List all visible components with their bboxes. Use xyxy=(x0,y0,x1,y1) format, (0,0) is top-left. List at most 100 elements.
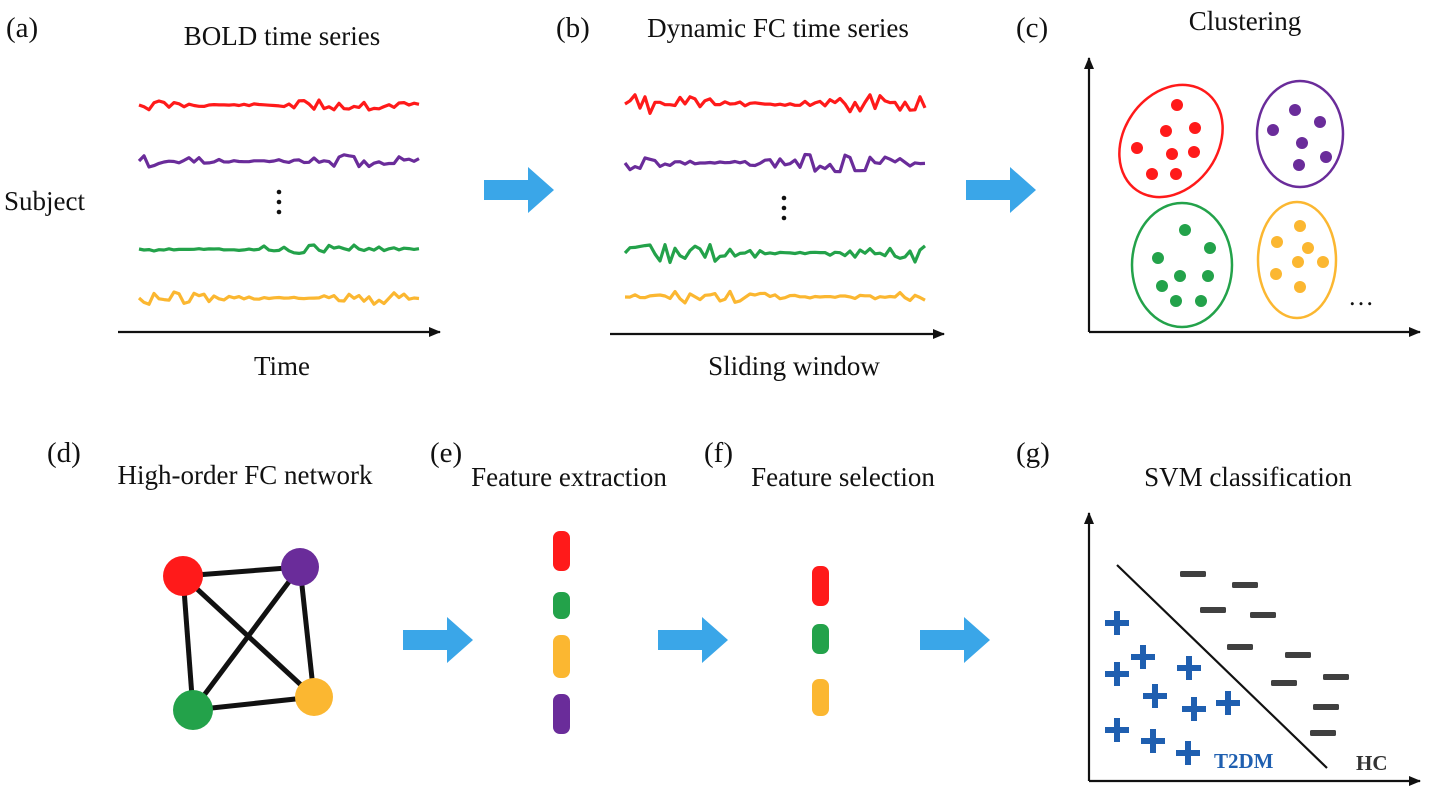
cluster-point xyxy=(1160,125,1172,137)
right-arrow-icon xyxy=(658,617,728,663)
panel-a-title: BOLD time series xyxy=(184,21,380,51)
panel-g-label: (g) xyxy=(1016,437,1050,469)
cluster-point xyxy=(1317,256,1329,268)
cluster-point xyxy=(1289,104,1301,116)
cluster-orange-outline xyxy=(1256,200,1338,320)
cluster-point xyxy=(1166,148,1178,160)
green-signal-line xyxy=(623,243,927,265)
minus-icon xyxy=(1250,612,1276,618)
cluster-point xyxy=(1294,220,1306,232)
red-signal-line xyxy=(624,93,927,115)
cluster-point xyxy=(1179,224,1191,236)
plus-icon xyxy=(1131,645,1155,669)
minus-icon xyxy=(1323,674,1349,680)
plus-icon xyxy=(1182,697,1206,721)
cluster-point xyxy=(1170,168,1182,180)
cluster-purple-outline xyxy=(1255,79,1345,189)
selected-bar-green xyxy=(812,624,829,654)
network-node-purple xyxy=(281,548,319,586)
t2dm-markers xyxy=(1105,611,1240,765)
panel-f-label: (f) xyxy=(704,437,733,469)
flow-arrows xyxy=(403,167,1036,663)
right-arrow-icon xyxy=(403,617,473,663)
hc-label: HC xyxy=(1356,751,1388,775)
minus-icon xyxy=(1310,730,1336,736)
plus-icon xyxy=(1143,684,1167,708)
plus-icon xyxy=(1105,662,1129,686)
cluster-point xyxy=(1195,295,1207,307)
panel-d-label: (d) xyxy=(47,437,81,469)
cluster-green xyxy=(1130,201,1234,329)
cluster-point xyxy=(1296,137,1308,149)
sliding-window-axis-label: Sliding window xyxy=(708,351,880,381)
purple-signal-line xyxy=(623,152,926,174)
plus-icon xyxy=(1216,691,1240,715)
red-signal-line xyxy=(138,98,420,112)
panel-e-title: Feature extraction xyxy=(471,462,667,492)
cluster-point xyxy=(1320,151,1332,163)
panel-c: (c) Clustering xyxy=(1016,6,1421,337)
purple-signal-line xyxy=(137,153,420,169)
minus-icon xyxy=(1200,607,1226,613)
cluster-point xyxy=(1202,270,1214,282)
panel-c-label: (c) xyxy=(1016,12,1048,44)
feature-bar-orange xyxy=(553,635,570,678)
green-signal-line xyxy=(138,243,420,255)
panel-d: (d) High-order FC network xyxy=(47,437,373,730)
selected-bar-orange xyxy=(812,679,829,716)
cluster-purple xyxy=(1255,79,1345,189)
dynamic-fc-series-group xyxy=(623,93,927,305)
cluster-point xyxy=(1174,270,1186,282)
fc-network-edges xyxy=(180,564,317,713)
plus-icon xyxy=(1141,729,1165,753)
network-node-green xyxy=(173,690,213,730)
cluster-point xyxy=(1156,280,1168,292)
cluster-point xyxy=(1188,146,1200,158)
cluster-point xyxy=(1292,256,1304,268)
cluster-point xyxy=(1314,116,1326,128)
cluster-point xyxy=(1170,295,1182,307)
panel-f: (f) Feature selection xyxy=(704,437,935,716)
cluster-point xyxy=(1131,142,1143,154)
orange-signal-line xyxy=(137,290,420,306)
subject-label: Subject xyxy=(4,186,85,216)
vertical-ellipsis-b xyxy=(781,195,787,221)
minus-icon xyxy=(1232,582,1258,588)
cluster-point xyxy=(1302,242,1314,254)
selected-bar-red xyxy=(812,566,829,606)
time-axis-label: Time xyxy=(254,351,310,381)
panel-g-title: SVM classification xyxy=(1144,462,1352,492)
cluster-red xyxy=(1118,83,1224,199)
bold-series-group xyxy=(137,98,420,306)
hc-markers xyxy=(1180,571,1349,736)
cluster-ellipsis: … xyxy=(1348,282,1374,311)
minus-icon xyxy=(1285,652,1311,658)
cluster-point xyxy=(1171,99,1183,111)
minus-icon xyxy=(1271,680,1297,686)
cluster-point xyxy=(1204,242,1216,254)
right-arrow-icon xyxy=(920,617,990,663)
orange-signal-line xyxy=(624,289,926,305)
cluster-orange xyxy=(1256,200,1338,320)
cluster-green-outline xyxy=(1130,201,1234,329)
svm-decision-boundary xyxy=(1116,564,1328,769)
plus-icon xyxy=(1105,611,1129,635)
right-arrow-icon xyxy=(966,167,1036,213)
minus-icon xyxy=(1313,704,1339,710)
feature-bar-purple xyxy=(553,694,570,734)
cluster-point xyxy=(1189,122,1201,134)
panel-c-title: Clustering xyxy=(1189,6,1302,36)
cluster-point xyxy=(1267,124,1279,136)
right-arrow-icon xyxy=(484,167,554,213)
panel-g: (g) SVM classification T2DM HC xyxy=(1016,437,1421,786)
minus-icon xyxy=(1180,571,1206,577)
plus-icon xyxy=(1177,656,1201,680)
panel-e: (e) Feature extraction xyxy=(430,437,667,734)
minus-icon xyxy=(1227,644,1253,650)
network-node-orange xyxy=(295,678,333,716)
panel-b-title: Dynamic FC time series xyxy=(647,13,909,43)
plus-icon xyxy=(1105,718,1129,742)
cluster-point xyxy=(1294,281,1306,293)
panel-a: (a) BOLD time series Subject Time xyxy=(4,12,441,381)
